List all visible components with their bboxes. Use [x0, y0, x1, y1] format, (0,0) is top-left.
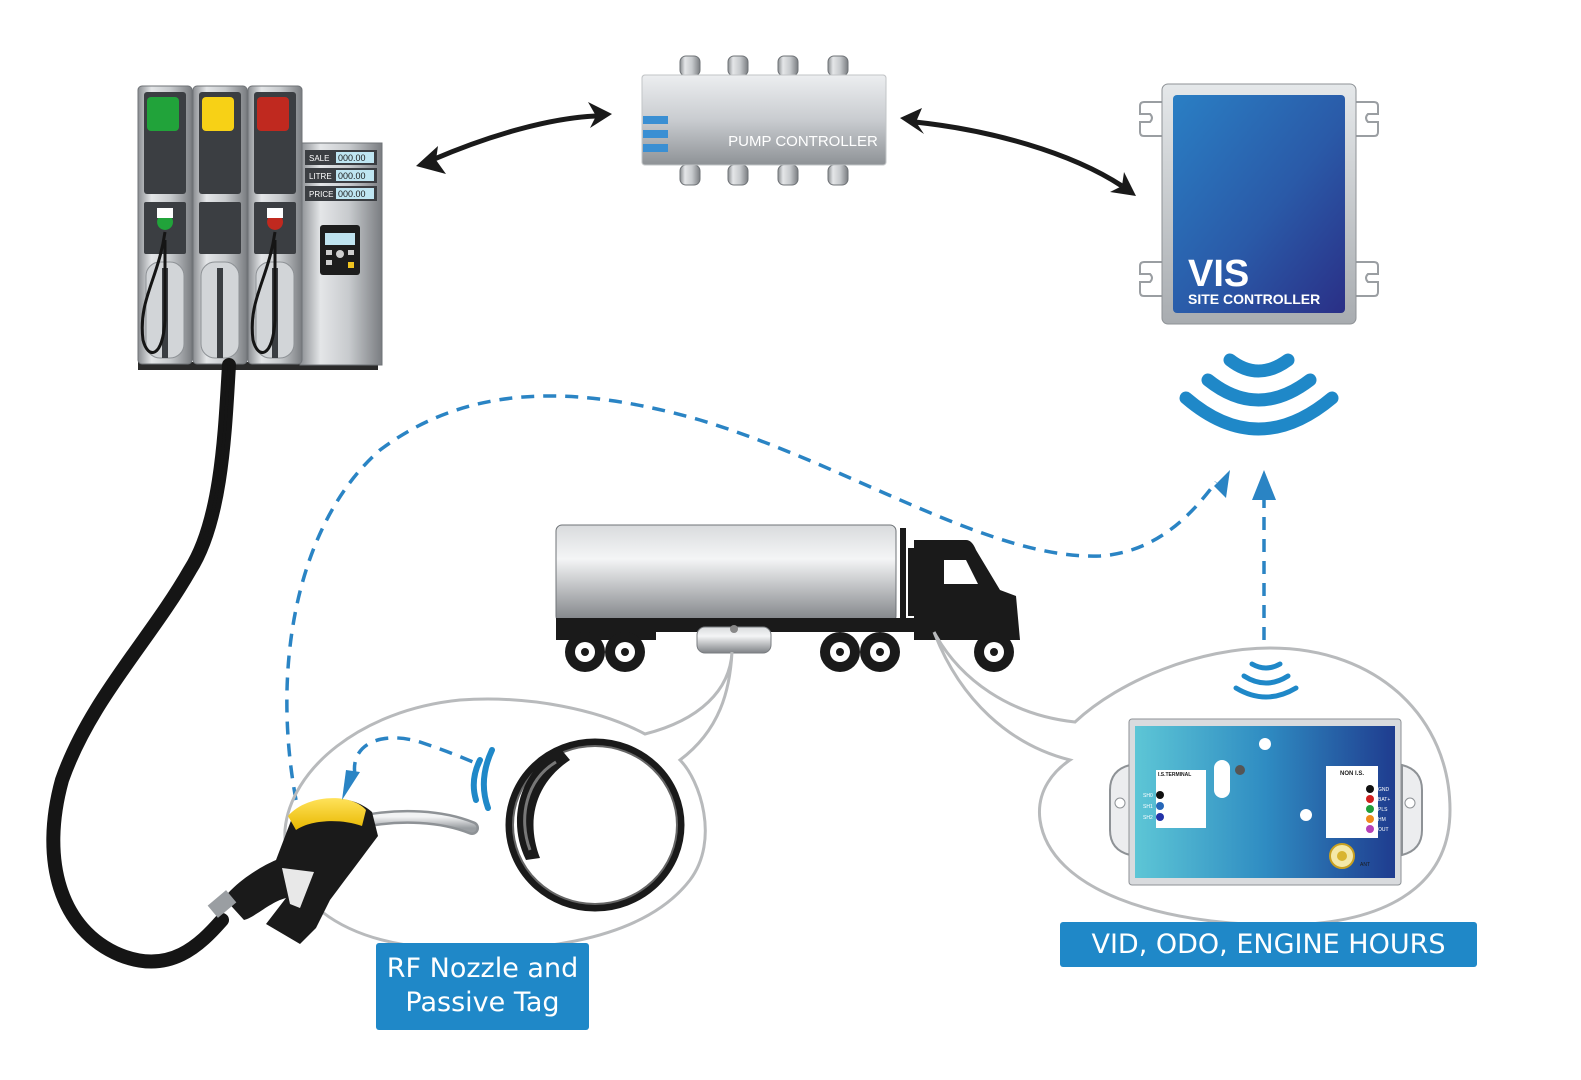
price-display: LITRE 000.00 — [305, 168, 377, 183]
antenna-label: ANT — [1360, 862, 1370, 868]
card-reader-icon — [320, 225, 360, 275]
display-label: SALE — [309, 154, 329, 163]
terminal-pin — [1156, 791, 1164, 799]
wheel-icon — [974, 632, 1014, 672]
non-is-title: NON I.S. — [1340, 771, 1364, 777]
site-controller-brand: VIS — [1188, 253, 1249, 295]
wheel-icon — [860, 632, 900, 672]
grade-indicator — [147, 97, 179, 131]
pin-label: OUT — [1378, 827, 1389, 833]
arrowhead-icon — [342, 770, 360, 800]
controller-site-link — [900, 108, 1136, 196]
passive-tag-ring-icon — [505, 738, 685, 912]
terminal-pin — [1366, 825, 1374, 833]
arrowhead-icon — [588, 102, 612, 128]
pin-label: PLS — [1378, 807, 1388, 813]
pump-controller-icon: PUMP CONTROLLER — [641, 55, 887, 186]
wheel-icon — [565, 632, 605, 672]
is-terminal-title: I.S.TERMINAL — [1158, 772, 1191, 778]
display-label: PRICE — [309, 190, 333, 199]
terminal-pin — [1366, 815, 1374, 823]
site-controller-subtitle: SITE CONTROLLER — [1188, 291, 1320, 307]
rf-label-line2: Passive Tag — [405, 987, 560, 1018]
wifi-icon — [1179, 353, 1339, 436]
vid-callout-bubble — [932, 631, 1452, 927]
small-wifi-icon — [470, 747, 495, 811]
fuel-hose — [46, 358, 236, 969]
pump-controller-title: PUMP CONTROLLER — [728, 133, 878, 150]
pin-label: SH0 — [1143, 793, 1153, 799]
display-value: 000.00 — [338, 171, 366, 181]
vid-label: VID, ODO, ENGINE HOURS — [1060, 922, 1477, 967]
small-wifi-icon — [1233, 661, 1299, 700]
pin-label: BAT+ — [1378, 797, 1390, 803]
arrowhead-icon — [900, 108, 924, 134]
dispenser-controller-link — [416, 102, 612, 174]
arrowhead-icon — [1252, 470, 1276, 500]
rf-label-line1: RF Nozzle and — [386, 953, 579, 984]
grade-indicator — [257, 97, 289, 131]
rf-signal-paths — [285, 394, 1266, 801]
display-value: 000.00 — [338, 189, 366, 199]
display-label: LITRE — [309, 172, 332, 181]
dispenser-column — [137, 85, 193, 365]
rf-nozzle-label: RF Nozzle and Passive Tag — [376, 943, 589, 1030]
fuel-nozzle-icon — [207, 798, 479, 944]
pin-label: GND — [1378, 787, 1390, 793]
dispenser-column — [192, 85, 248, 365]
terminal-pin — [1156, 813, 1164, 821]
dispenser-column — [247, 85, 303, 365]
arrowhead-icon — [1214, 470, 1230, 498]
arrowhead-icon — [416, 146, 446, 174]
display-value: 000.00 — [338, 153, 366, 163]
terminal-pin — [1156, 802, 1164, 810]
price-display: PRICE 000.00 — [305, 186, 377, 201]
grade-indicator — [202, 97, 234, 131]
wheel-icon — [820, 632, 860, 672]
price-display: SALE 000.00 — [305, 150, 377, 165]
terminal-pin — [1366, 805, 1374, 813]
site-controller-icon: VIS SITE CONTROLLER — [1139, 83, 1379, 325]
wheel-icon — [605, 632, 645, 672]
nozzle-callout-bubble — [283, 651, 734, 952]
pin-label: HM — [1378, 817, 1386, 823]
arrowhead-icon — [1110, 172, 1136, 196]
terminal-pin — [1366, 795, 1374, 803]
truck-icon — [555, 524, 1020, 654]
terminal-pin — [1366, 785, 1374, 793]
truck-wheels — [565, 632, 1014, 672]
pin-label: SH1 — [1143, 804, 1153, 810]
pin-label: SH2 — [1143, 815, 1153, 821]
